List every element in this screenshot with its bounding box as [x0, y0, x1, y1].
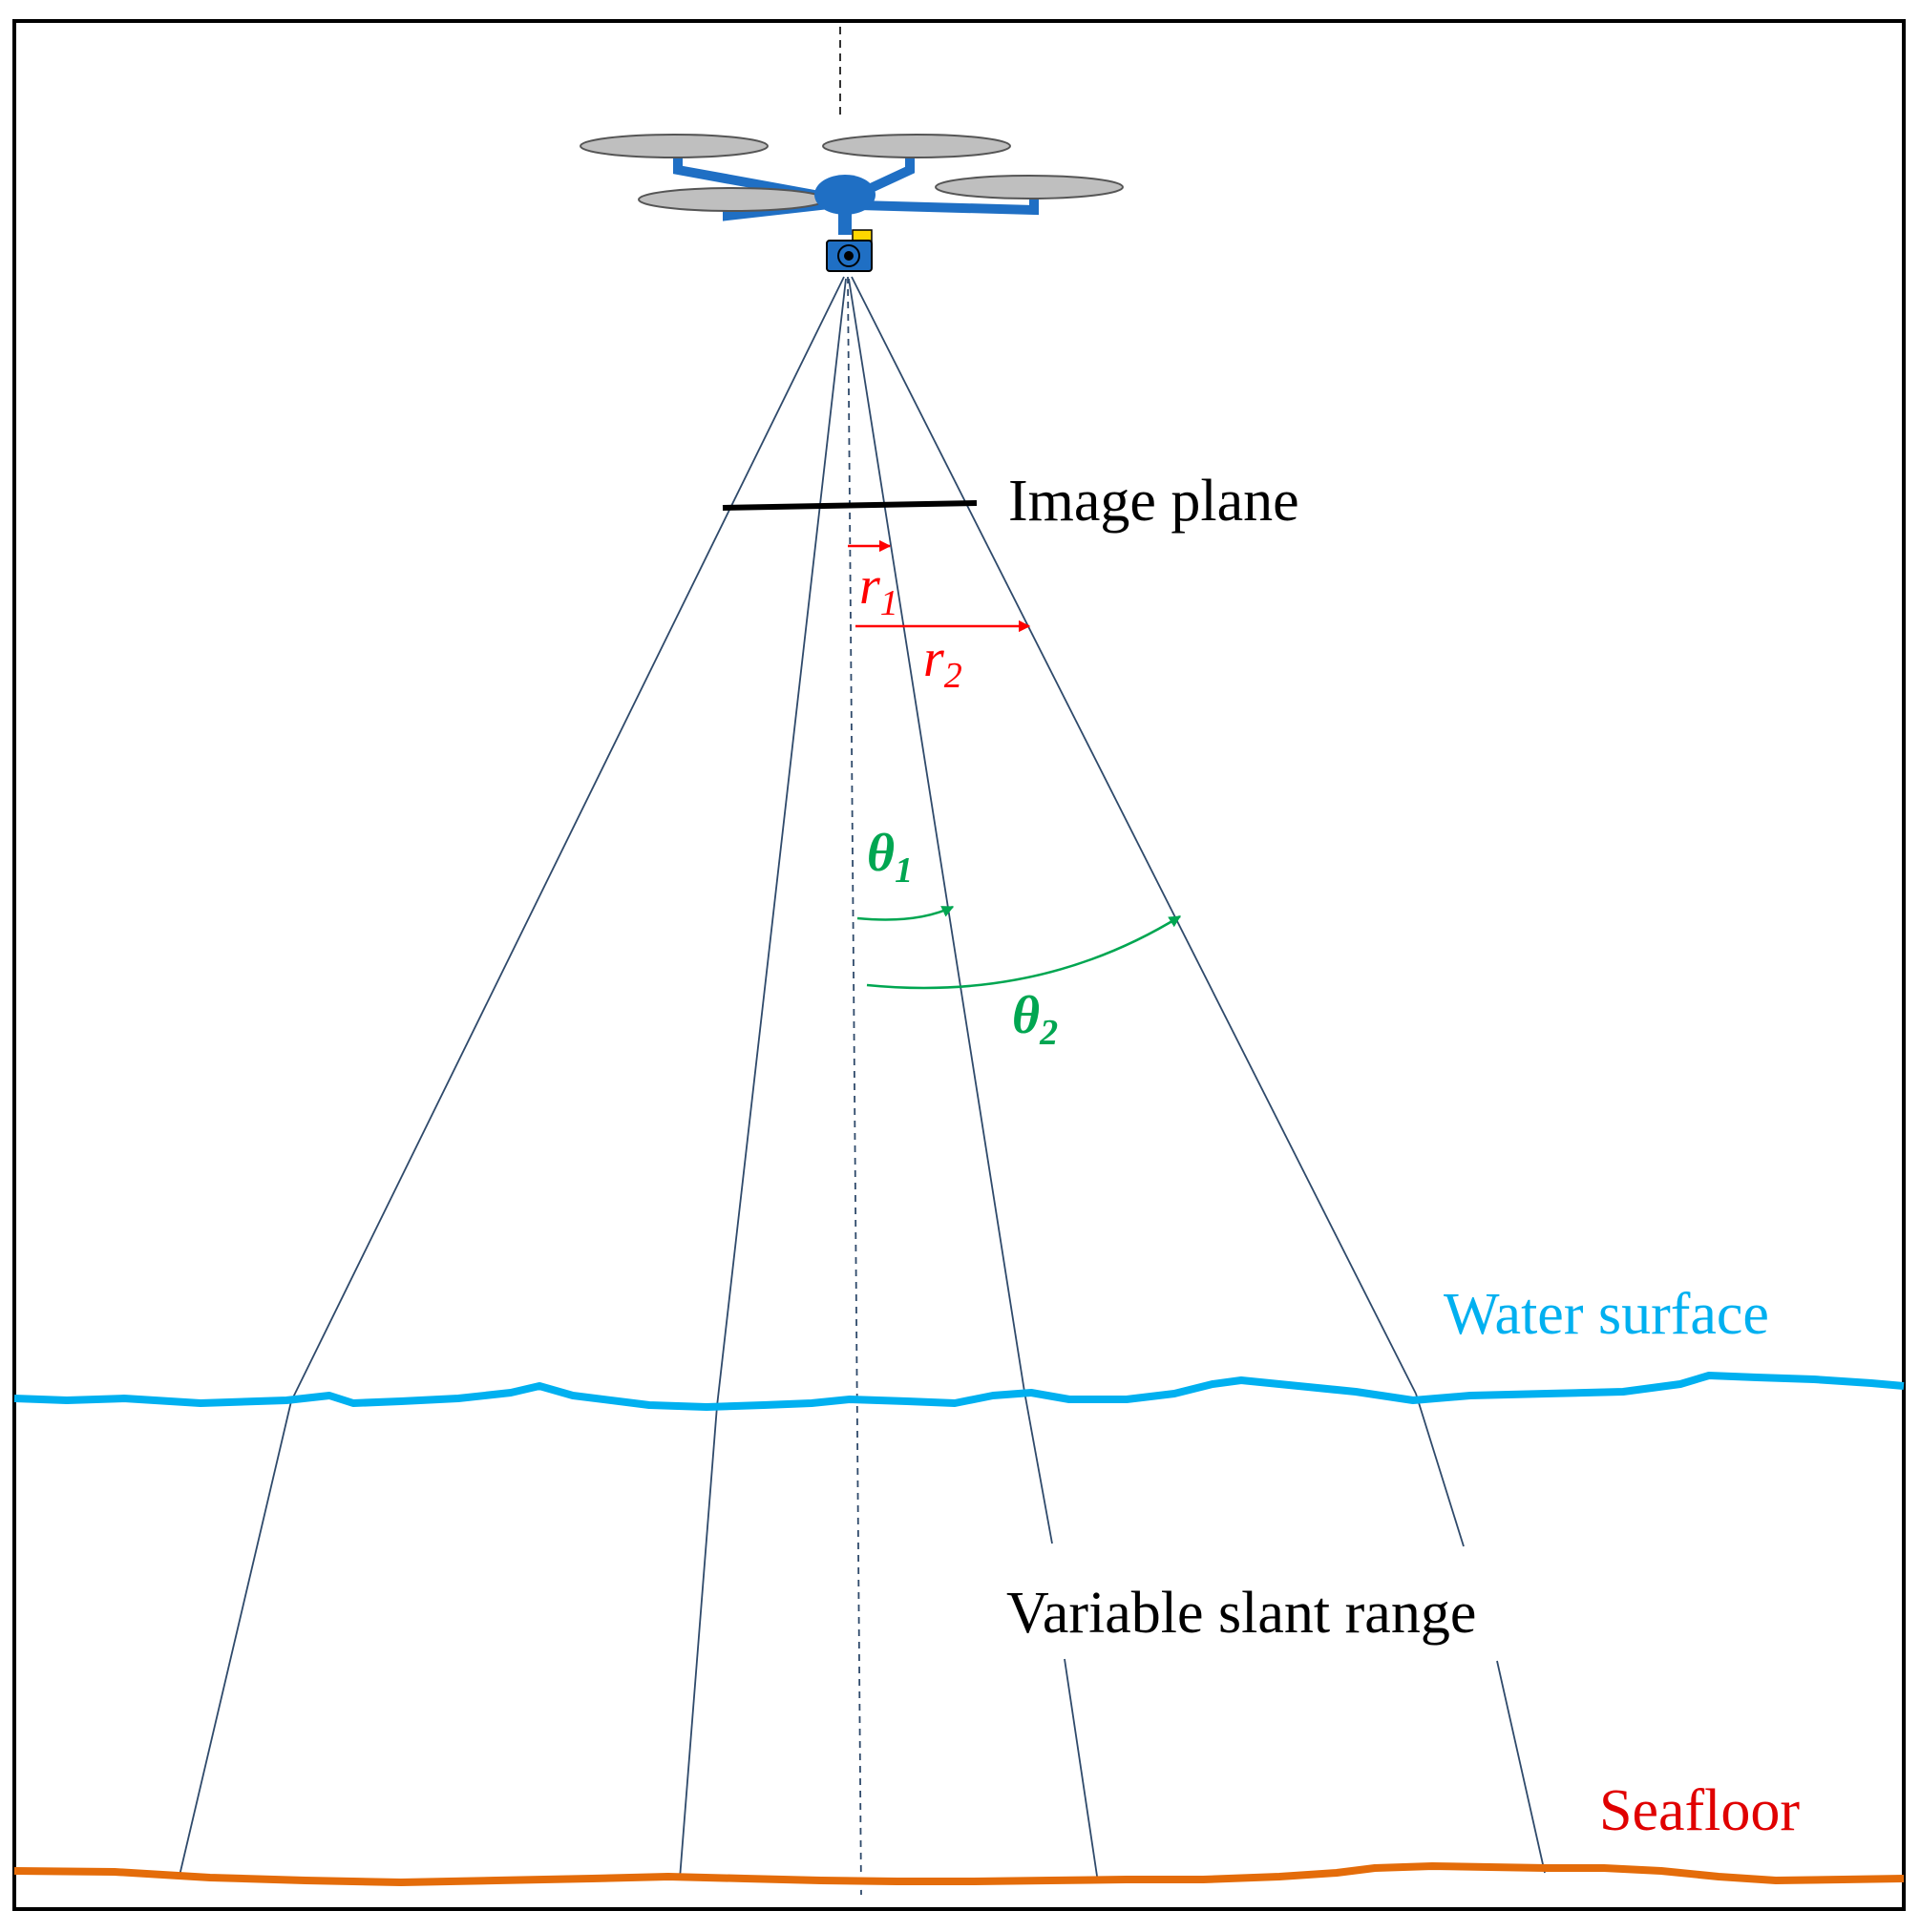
water-surface-label: Water surface — [1444, 1282, 1769, 1347]
quadcopter-drone-icon — [580, 134, 1124, 235]
theta2-arc — [866, 914, 1182, 990]
image-plane-label: Image plane — [1008, 469, 1299, 534]
image-plane-line — [722, 500, 978, 511]
rays-in-water — [179, 1391, 1546, 1883]
r1-label: r1 — [859, 556, 898, 623]
refracted-ray-right-outer-upper — [1415, 1393, 1465, 1547]
refracted-ray-left-inner — [679, 1405, 718, 1880]
propeller-back-right — [935, 175, 1124, 200]
refracted-ray-right-inner-lower — [1064, 1658, 1099, 1883]
theta2-label: θ2 — [1012, 986, 1058, 1053]
water-surface-line — [13, 1372, 1905, 1411]
ray-left-inner — [716, 278, 847, 1407]
propeller-front-right — [638, 187, 827, 212]
seafloor-line — [13, 1862, 1905, 1886]
ray-right-inner — [848, 278, 1025, 1393]
ray-left-outer — [290, 276, 845, 1402]
propeller-back-left — [822, 134, 1011, 158]
nadir-dashed-line — [847, 276, 862, 1896]
rays-in-air — [290, 276, 1417, 1407]
r2-label: r2 — [923, 629, 962, 696]
refracted-ray-right-outer-lower — [1496, 1660, 1546, 1874]
propeller-front-left — [580, 134, 769, 158]
seafloor-label: Seafloor — [1599, 1778, 1800, 1843]
refracted-ray-right-inner-upper — [1023, 1391, 1053, 1544]
theta1-arc — [856, 905, 955, 921]
diagram-border — [12, 19, 1906, 1911]
ray-right-outer — [851, 276, 1417, 1395]
camera-icon — [826, 229, 873, 272]
theta1-label: θ1 — [867, 824, 913, 891]
variable-slant-range-label: Variable slant range — [1006, 1581, 1476, 1646]
refracted-ray-left-outer — [179, 1400, 292, 1877]
